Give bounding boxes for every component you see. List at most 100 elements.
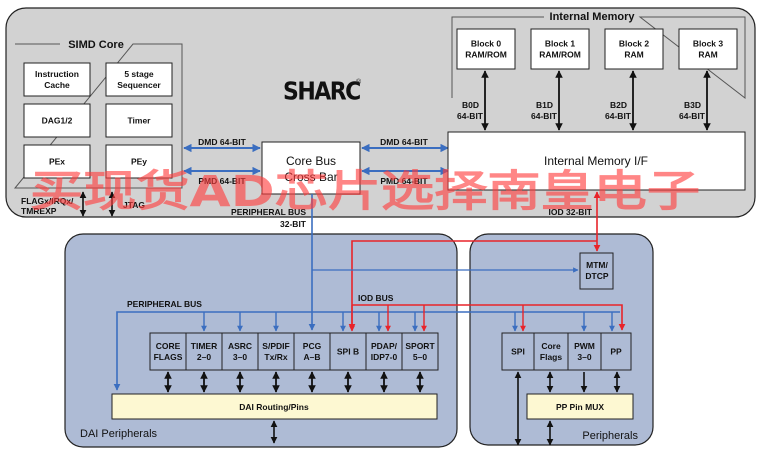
dai-block-7-label-1: SPORT bbox=[405, 341, 435, 351]
dai-block-0-label-2: FLAGS bbox=[154, 352, 183, 362]
dai-routing-label: DAI Routing/Pins bbox=[239, 402, 309, 412]
memory-block-1-label-2: RAM/ROM bbox=[539, 49, 581, 59]
dai-block-0-frame bbox=[149, 332, 187, 371]
peripheral-bus-32-label-1: PERIPHERAL BUS bbox=[231, 207, 306, 217]
crossbar-line1: Core Bus bbox=[286, 154, 336, 168]
dai-block-4-label-2: A–B bbox=[303, 352, 320, 362]
simd-block-1-label-2: Cache bbox=[44, 80, 70, 90]
dai-block-6-label-1: PDAP/ bbox=[371, 341, 398, 351]
dai-block-6-label-2: IDP7-0 bbox=[371, 352, 398, 362]
memory-block-0-frame bbox=[456, 28, 516, 70]
memory-block-1-frame bbox=[530, 28, 590, 70]
simd-block-2-frame bbox=[105, 62, 173, 97]
peripheral-bus-32-label-2: 32-BIT bbox=[280, 219, 307, 229]
peripheral-block-1-label-2: Flags bbox=[540, 352, 562, 362]
internal-memory-interface-label: Internal Memory I/F bbox=[544, 154, 648, 168]
simd-block-1-label-1: Instruction bbox=[35, 69, 79, 79]
simd-block-1-frame bbox=[23, 62, 91, 97]
simd-block-3: DAG1/2 bbox=[23, 103, 91, 138]
dai-block-1-label-1: TIMER bbox=[191, 341, 217, 351]
simd-block-2-label-2: Sequencer bbox=[117, 80, 161, 90]
memory-block-0-label-2: RAM/ROM bbox=[465, 49, 507, 59]
internal-memory-interface bbox=[447, 131, 746, 191]
simd-block-2-label-1: 5 stage bbox=[124, 69, 154, 79]
simd-block-5-label-1: PEx bbox=[49, 156, 65, 166]
dai-block-5-label-1: SPI B bbox=[337, 346, 359, 356]
core-buses: DMD 64-BIT PMD 64-BIT DMD 64-BIT PMD 64-… bbox=[183, 137, 449, 186]
dai-block-5-frame bbox=[329, 332, 367, 371]
peripheral-block-3-frame bbox=[600, 332, 632, 371]
memory-block-3-label-2: RAM bbox=[698, 49, 717, 59]
memory-bus-width-0: 64-BIT bbox=[457, 111, 484, 121]
memory-bus-name-3: B3D bbox=[684, 100, 701, 110]
iod-bus-trunk bbox=[348, 240, 597, 331]
mtm-line1: MTM/ bbox=[586, 260, 608, 270]
peripheral-block-3-label-1: PP bbox=[610, 346, 622, 356]
memory-bus-width-2: 64-BIT bbox=[605, 111, 632, 121]
dmd-left-label: DMD 64-BIT bbox=[198, 137, 247, 147]
pmd-left-label: PMD 64-BIT bbox=[198, 176, 246, 186]
mtm-dtcp-block: MTM/ DTCP bbox=[579, 252, 614, 290]
simd-block-4-label-1: Timer bbox=[128, 115, 152, 125]
pp-pin-mux: PP Pin MUX bbox=[526, 393, 634, 420]
memory-block-0-label-1: Block 0 bbox=[471, 38, 502, 48]
pp-pin-mux-label: PP Pin MUX bbox=[556, 402, 604, 412]
memory-bus-name-0: B0D bbox=[462, 100, 479, 110]
dai-block-0-label-1: CORE bbox=[156, 341, 181, 351]
memory-bus-width-3: 64-BIT bbox=[679, 111, 706, 121]
simd-block-5: PEx bbox=[23, 144, 91, 179]
memory-block-3-label-1: Block 3 bbox=[693, 38, 724, 48]
simd-block-6-label-1: PEy bbox=[131, 156, 147, 166]
dai-block-arrows bbox=[164, 371, 424, 393]
dai-block-2-frame bbox=[221, 332, 259, 371]
dai-block-1-frame bbox=[185, 332, 223, 371]
memory-block-2-label-1: Block 2 bbox=[619, 38, 650, 48]
memory-block-2-label-2: RAM bbox=[624, 49, 643, 59]
memory-block-2-frame bbox=[604, 28, 664, 70]
dai-block-2-label-1: ASRC bbox=[228, 341, 252, 351]
peripherals-title: Peripherals bbox=[582, 430, 638, 442]
core-bus-crossbar: Core Bus Cross Bar bbox=[261, 141, 361, 195]
sharc-logo: SHARC ® bbox=[283, 76, 362, 106]
simd-block-5-frame bbox=[23, 144, 91, 179]
peripheral-block-3: PP bbox=[600, 332, 632, 371]
simd-block-6-frame bbox=[105, 144, 173, 179]
dai-iod-bus bbox=[352, 304, 626, 331]
internal-memory-title: Internal Memory bbox=[550, 11, 636, 23]
pmd-right-label: PMD 64-BIT bbox=[380, 176, 428, 186]
sharc-registered-mark: ® bbox=[356, 78, 362, 86]
peripheral-block-0-label-1: SPI bbox=[511, 346, 525, 356]
dai-block-3-label-1: S/PDIF bbox=[262, 341, 289, 351]
dai-block-7-label-2: 5–0 bbox=[413, 352, 427, 362]
peripheral-block-1-label-1: Core bbox=[541, 341, 561, 351]
memory-bus-name-1: B1D bbox=[536, 100, 553, 110]
simd-block-4: Timer bbox=[105, 103, 173, 138]
dmd-right-label: DMD 64-BIT bbox=[380, 137, 429, 147]
dai-block-3-label-2: Tx/Rx bbox=[264, 352, 287, 362]
crossbar-line2: Cross Bar bbox=[284, 170, 337, 184]
memory-block-3-frame bbox=[678, 28, 738, 70]
system-buses bbox=[113, 191, 626, 391]
watermark-text: 买现货AD芯片选择南皇电子 bbox=[30, 167, 700, 217]
dai-block-7-frame bbox=[401, 332, 439, 371]
sharc-logo-text: SHARC bbox=[283, 76, 360, 106]
dai-block-3-frame bbox=[257, 332, 295, 371]
dai-block-5: SPI B bbox=[329, 332, 367, 371]
peripheral-arrows bbox=[514, 371, 621, 446]
dai-peripheral-bus-label: PERIPHERAL BUS bbox=[127, 299, 202, 309]
simd-block-3-label-1: DAG1/2 bbox=[42, 115, 73, 125]
